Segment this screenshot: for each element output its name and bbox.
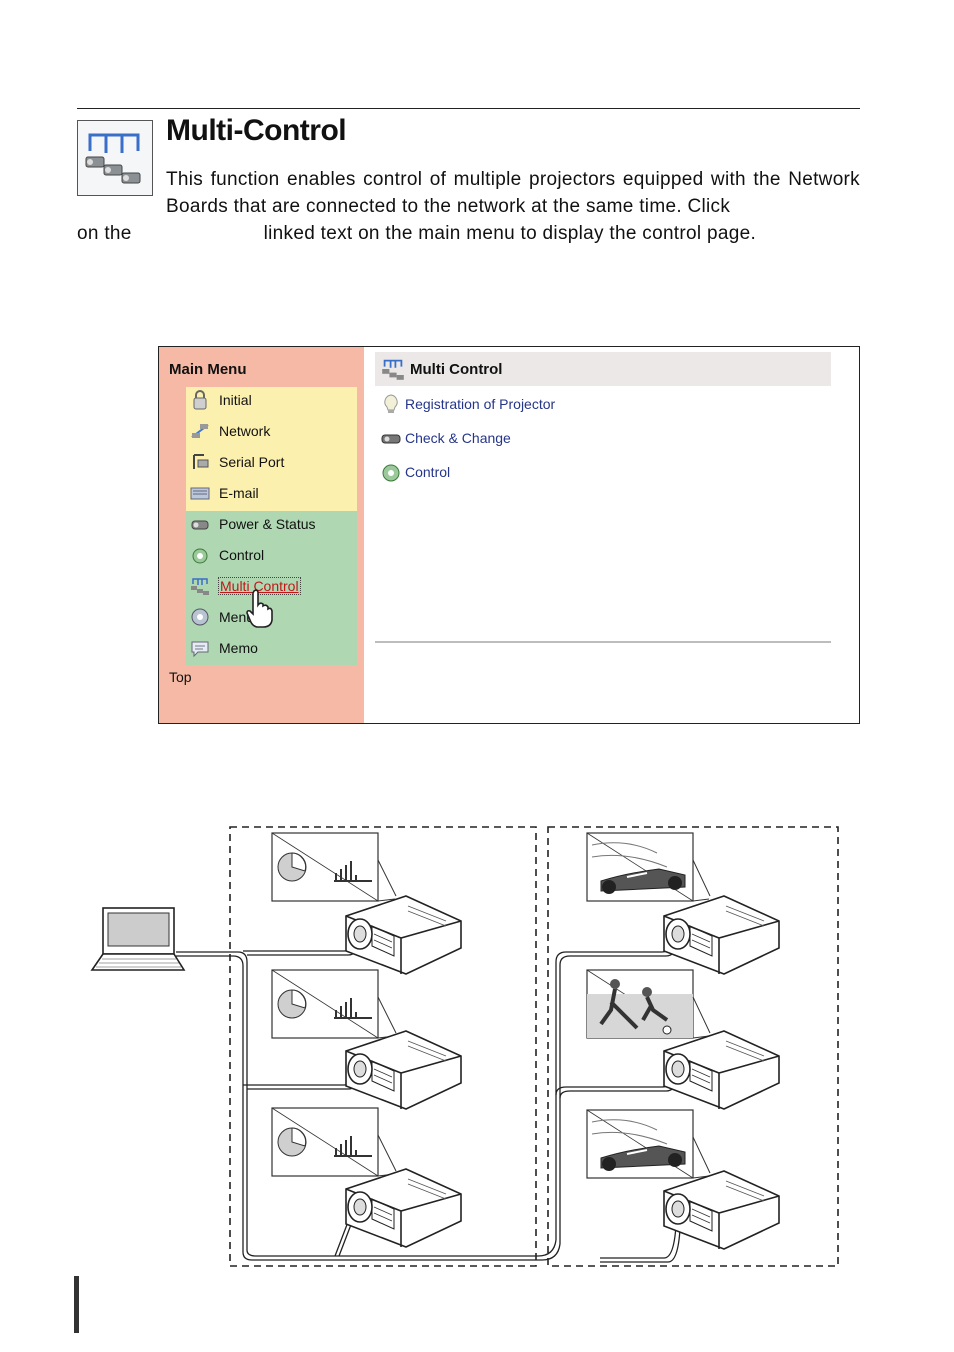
lightbulb-icon xyxy=(384,394,398,413)
control-icon xyxy=(192,548,208,564)
content-header-bar xyxy=(375,352,831,386)
link-control[interactable]: Control xyxy=(380,461,450,483)
menu-group-control xyxy=(186,511,357,665)
page-title: Multi-Control xyxy=(166,114,347,147)
web-control-screenshot: Main Menu Initial Network Serial Port E-… xyxy=(158,346,860,724)
lock-icon xyxy=(193,390,207,410)
multi-control-icon xyxy=(77,120,153,196)
email-icon xyxy=(190,487,210,500)
content-divider xyxy=(375,641,831,643)
multi-control-icon xyxy=(191,578,209,595)
menu-item-power-status[interactable]: Power & Status xyxy=(190,512,355,536)
page-edge-bar xyxy=(74,1276,79,1333)
projector-icon xyxy=(191,520,209,530)
menu-item-network[interactable]: Network xyxy=(190,419,355,443)
menu-item-initial[interactable]: Initial xyxy=(190,388,355,412)
description-line-1: This function enables control of multipl… xyxy=(166,169,781,190)
network-icon xyxy=(191,424,209,438)
multi-control-icon xyxy=(382,359,404,380)
top-rule xyxy=(77,108,860,109)
menu-item-menu[interactable]: Menu xyxy=(190,605,355,629)
description-paragraph: This function enables control of multipl… xyxy=(77,166,860,247)
menu-item-memo[interactable]: Memo xyxy=(190,636,355,660)
top-link[interactable]: Top xyxy=(169,669,192,685)
menu-item-serial-port[interactable]: Serial Port xyxy=(190,450,355,474)
serial-port-icon xyxy=(193,454,209,469)
description-line-2: Network Boards that are connected to the… xyxy=(166,169,860,217)
menu-item-email[interactable]: E-mail xyxy=(190,481,355,505)
menu-group-settings xyxy=(186,387,357,511)
link-registration-of-projector[interactable]: Registration of Projector xyxy=(380,393,555,415)
hand-pointer-icon xyxy=(246,589,273,628)
projector-icon xyxy=(381,434,401,444)
laptop-icon xyxy=(90,907,186,971)
link-check-change[interactable]: Check & Change xyxy=(380,427,511,449)
main-menu-title: Main Menu xyxy=(169,361,247,378)
memo-icon xyxy=(191,641,209,658)
control-icon xyxy=(382,464,400,482)
content-header-title: Multi Control xyxy=(410,361,503,378)
menu-item-control[interactable]: Control xyxy=(190,543,355,567)
menu-item-multi-control[interactable]: Multi Control xyxy=(190,574,355,598)
setting-icon xyxy=(191,608,209,626)
